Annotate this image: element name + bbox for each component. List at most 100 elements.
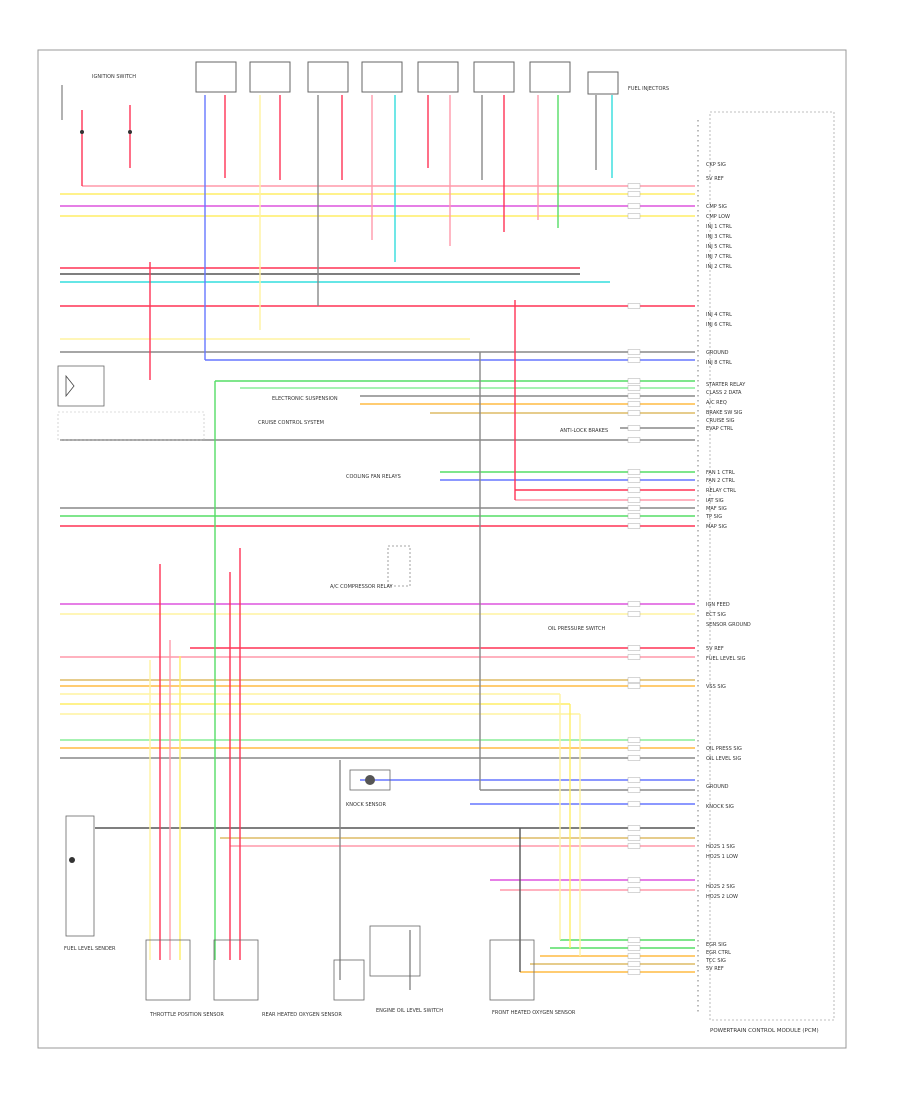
sensor-connector [489,939,535,1001]
sensor-connector [213,939,259,1001]
pcm-pin-label: GROUND [706,784,729,790]
wire-code-tag [627,469,641,475]
pcm-pin-label: INJ 2 CTRL [706,264,732,270]
pcm-pin-label: STARTER RELAY [706,382,746,388]
injector-connector [529,61,571,93]
wire-code-tag [627,601,641,607]
pcm-pin-label: CRUISE SIG [706,418,735,424]
wire-code-tag [627,357,641,363]
component-label: FUEL INJECTORS [628,86,669,92]
component-label: A/C COMPRESSOR RELAY [330,584,393,590]
pcm-pin-label: INJ 5 CTRL [706,244,732,250]
component-labels: FUEL INJECTORS CRUISE CONTROL SYSTEM ELE… [64,86,669,1018]
pcm-pin-label: HO2S 2 LOW [706,894,738,900]
wire-code-tag [627,378,641,384]
component-label: REAR HEATED OXYGEN SENSOR [262,1012,342,1018]
component-label: FUEL LEVEL SENDER [64,946,116,952]
pcm-pin-label: INJ 1 CTRL [706,224,732,230]
injector-connector [361,61,403,93]
wire-code-tag [627,961,641,967]
component-label: ENGINE OIL LEVEL SWITCH [376,1008,443,1014]
relay-box [387,545,411,587]
injector-connector [249,61,291,93]
pcm-pin-label: FAN 2 CTRL [706,478,735,484]
wire-code-tag [627,654,641,660]
wire-code-tag [627,843,641,849]
pcm-pin-label: INJ 4 CTRL [706,312,732,318]
fuel-injector-connectors [195,61,619,95]
pcm-pin-label: A/C REQ [706,400,727,406]
pcm-pin-label: TP SIG [705,514,722,520]
wire-code-tag [627,825,641,831]
wire-code-tag [627,213,641,219]
wire-code-tag [627,877,641,883]
pcm-pin-label: VSS SIG [706,684,726,690]
pcm-pin-label: 5V REF [706,966,724,972]
pcm-pin-label: RELAY CTRL [706,488,736,494]
pcm-pin-label: MAP SIG [706,524,727,530]
pcm-pin-label: CKP SIG [706,162,726,168]
wire-code-tag [627,203,641,209]
pcm-pin-label: CLASS 2 DATA [706,390,742,396]
oil-level-switch [369,925,421,977]
pcm-pin-label: ECT SIG [706,612,726,618]
ignition-switch: IGNITION SWITCH [61,74,136,186]
wire-code-tag [627,737,641,743]
injector-connector [587,71,619,95]
wire-code-tag [627,677,641,683]
pcm-pin-label: INJ 6 CTRL [706,322,732,328]
component-label: COOLING FAN RELAYS [346,474,401,480]
pcm-pin-label: HO2S 1 LOW [706,854,738,860]
injector-connector [473,61,515,93]
pcm-pin-label: MAF SIG [706,506,727,512]
wire-code-tag [627,487,641,493]
wire-code-tag [627,887,641,893]
wire-code-tag [627,645,641,651]
sensor-connector [333,959,365,1001]
wire-layer [60,95,695,990]
pcm-pin-label: TCC SIG [705,958,726,964]
pcm-pin-label: IGN FEED [706,602,730,608]
pcm-pin-label: EGR CTRL [706,950,731,956]
wire-code-tag [627,787,641,793]
wire-code-tag [627,945,641,951]
wire-code-tag [627,523,641,529]
wire-code-tag [627,385,641,391]
ignition-switch-label: IGNITION SWITCH [92,74,136,80]
component-label: THROTTLE POSITION SENSOR [149,1012,224,1018]
wire-code-tag [627,191,641,197]
wire-code-tag [627,513,641,519]
wire-code-tag [627,611,641,617]
knock-sensor [349,769,391,791]
wire-code-tag [627,497,641,503]
injector-connector [417,61,459,93]
pcm-pin-label: EGR SIG [706,942,727,948]
sensor-connector [145,939,191,1001]
wire-code-tag [627,777,641,783]
component-label: ANTI-LOCK BRAKES [560,428,608,434]
pcm-pin-label: 5V REF [706,646,724,652]
injector-connector [307,61,349,93]
component-label: KNOCK SENSOR [346,802,386,808]
component-label: OIL PRESSURE SWITCH [548,626,606,632]
pcm-pin-label: OIL PRESS SIG [706,746,742,752]
wire-code-tag [627,477,641,483]
wire-code-tag [627,505,641,511]
wire-code-tag [627,801,641,807]
pcm-pin-label: EVAP CTRL [706,426,733,432]
pcm-pin-label: HO2S 1 SIG [706,844,735,850]
pcm-pin-label: FUEL LEVEL SIG [706,656,746,662]
fuel-level-sender [65,815,95,937]
relay-box [57,365,205,441]
wire-code-tag [627,393,641,399]
pcm-pin-label: IAT SIG [706,498,724,504]
wire-code-tag [627,410,641,416]
pcm-pin-label: KNOCK SIG [706,804,734,810]
component-label: CRUISE CONTROL SYSTEM [258,420,324,426]
wire-code-tag [627,683,641,689]
wire-code-tag [627,755,641,761]
wire-code-tag [627,401,641,407]
component-label: FRONT HEATED OXYGEN SENSOR [492,1010,576,1016]
